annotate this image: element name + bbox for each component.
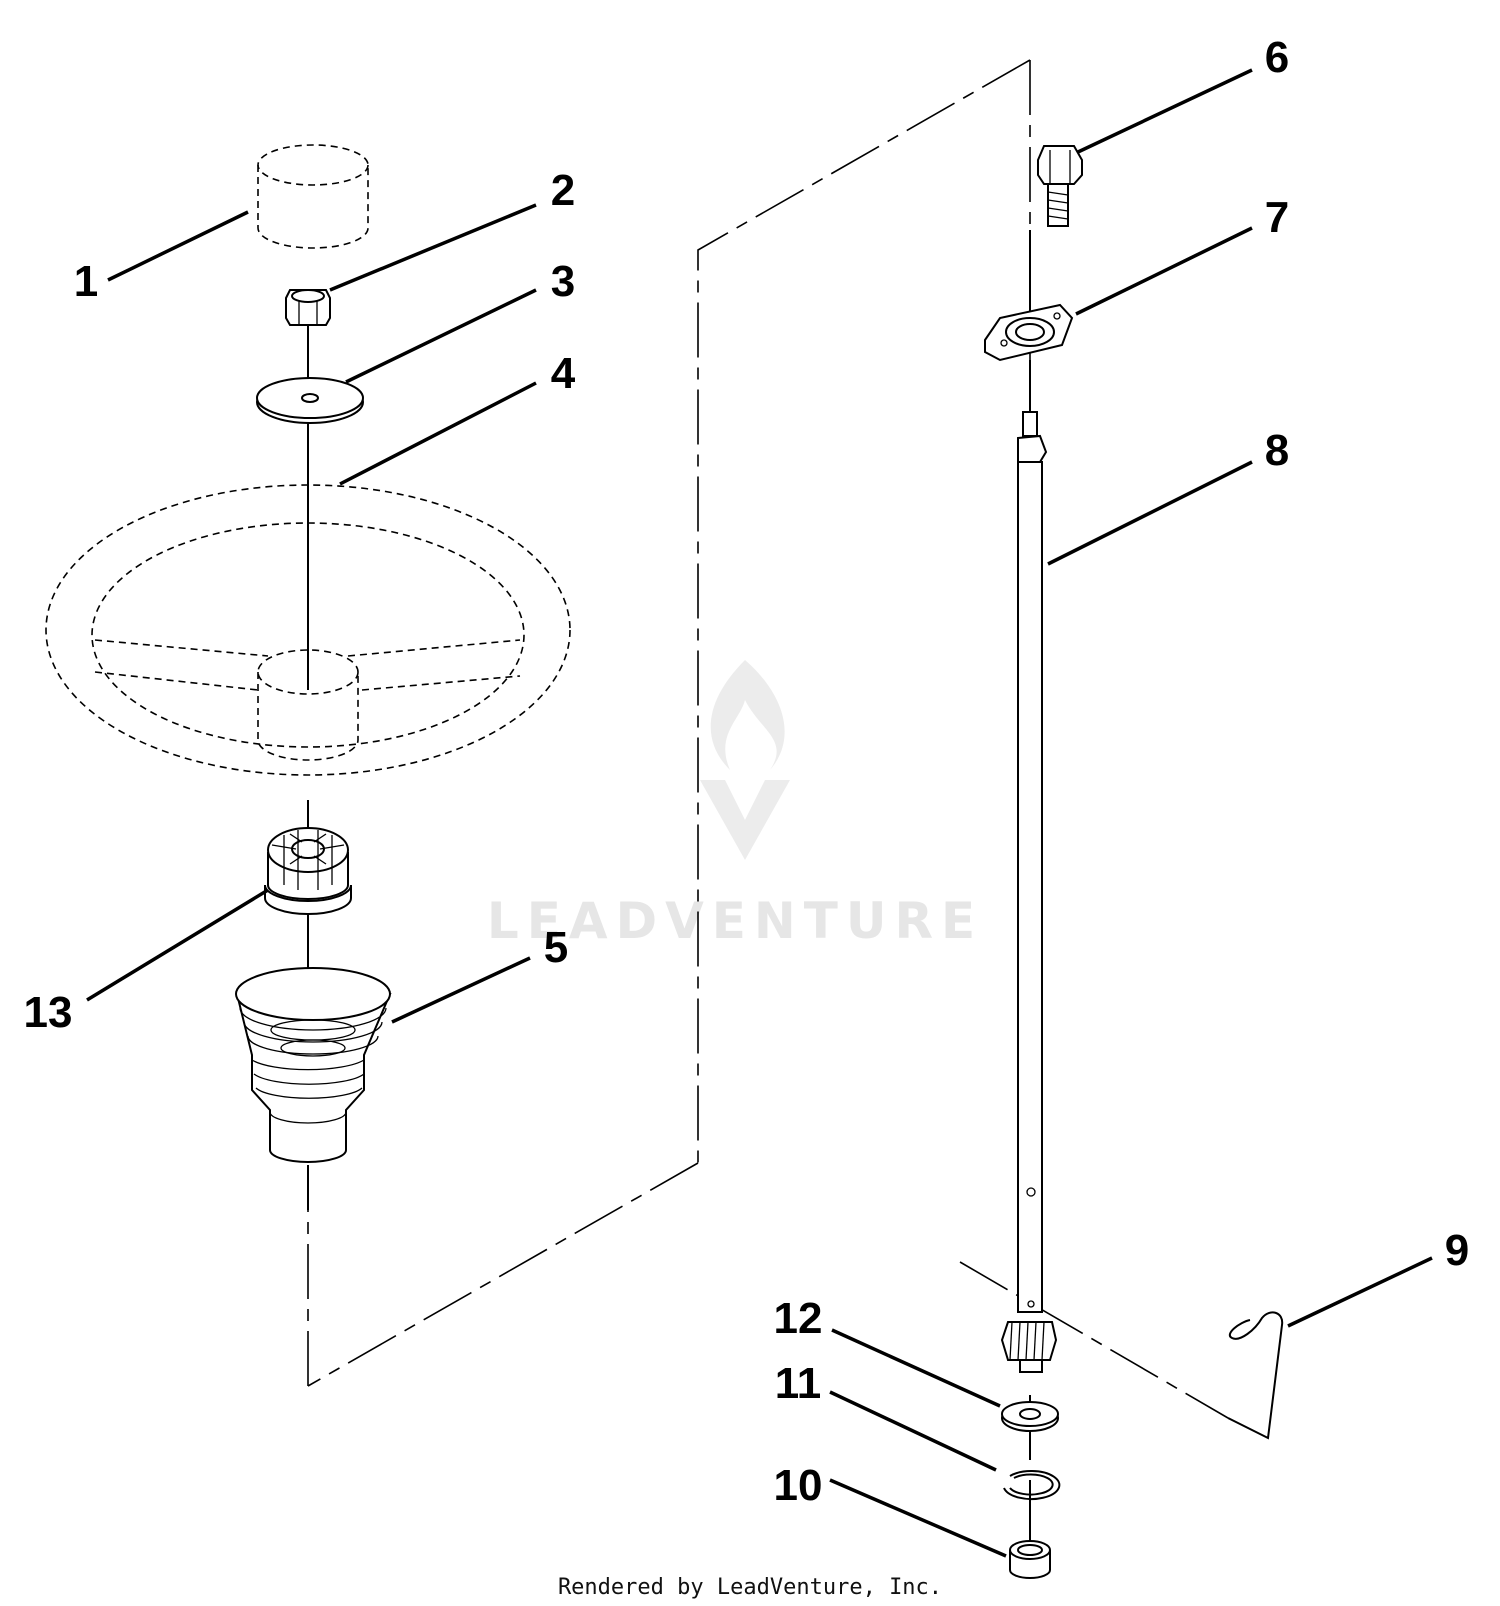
flame-logo-icon [700, 660, 790, 860]
watermark-text: LEADVENTURE [487, 892, 983, 950]
callout-3: 3 [551, 257, 575, 306]
callout-8: 8 [1265, 426, 1289, 475]
steering-boot [235, 967, 392, 1163]
flange-bearing [984, 303, 1074, 362]
retaining-ring [1003, 1470, 1061, 1501]
callout-9: 9 [1445, 1226, 1469, 1275]
callout-7: 7 [1265, 193, 1289, 242]
steering-shaft [1017, 411, 1048, 1313]
callout-4: 4 [551, 349, 576, 398]
hex-bolt [1037, 145, 1083, 227]
callout-6: 6 [1265, 33, 1289, 82]
callout-1: 1 [74, 257, 98, 306]
phantom-plane [307, 59, 1229, 1419]
callout-13: 13 [24, 988, 73, 1037]
steering-wheel [45, 484, 571, 776]
render-credit: Rendered by LeadVenture, Inc. [558, 1575, 942, 1600]
callout-12: 12 [774, 1294, 823, 1343]
pinion-gear [1000, 1321, 1058, 1373]
callout-10: 10 [774, 1461, 823, 1510]
steering-adapter [264, 827, 352, 915]
callout-2: 2 [551, 166, 575, 215]
steering-cap [257, 144, 369, 249]
hair-pin-clip [1227, 1311, 1284, 1440]
hex-nut [285, 289, 331, 326]
leadventure-watermark: LEADVENTURE [487, 660, 983, 950]
callout-5: 5 [544, 923, 568, 972]
flat-washer [256, 377, 364, 424]
shaft-washer [1001, 1401, 1059, 1432]
callout-11: 11 [775, 1359, 822, 1408]
shaft-bushing [1009, 1540, 1051, 1579]
leader-lines [86, 68, 1433, 1558]
callouts: 1 2 3 4 5 6 7 8 9 10 11 12 13 [24, 33, 1470, 1510]
